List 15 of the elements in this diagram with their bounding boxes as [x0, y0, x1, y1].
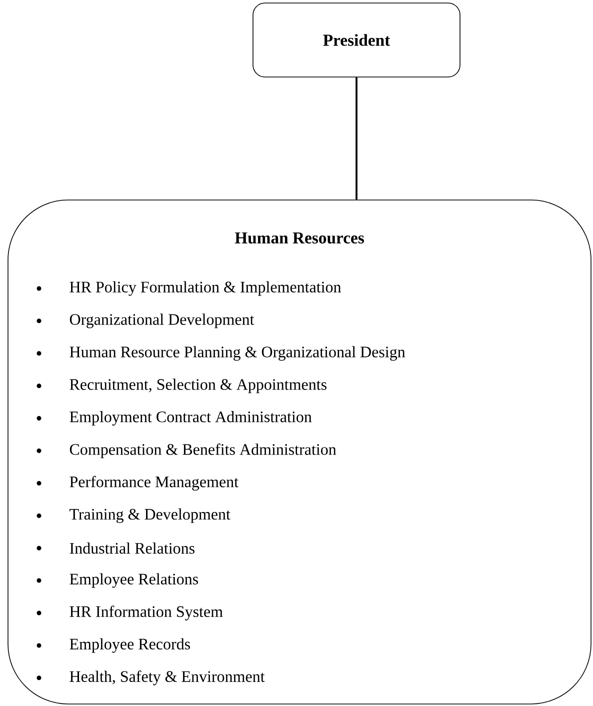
list-item: Organizational Development: [70, 314, 254, 328]
list-item: Training & Development: [70, 508, 230, 523]
list-item: Health, Safety & Environment: [70, 670, 265, 686]
list-item: Performance Management: [70, 476, 238, 491]
list-item: HR Policy Formulation & Implementation: [70, 281, 342, 296]
connector-line: [356, 77, 358, 200]
list-item: Human Resource Planning & Organizational Design: [70, 346, 406, 361]
list-item: HR Information System: [70, 606, 223, 620]
list-item: Compensation & Benefits Administration: [70, 443, 336, 458]
president-box: President: [252, 2, 460, 78]
list-item: Recruitment, Selection & Appointments: [70, 378, 326, 394]
list-item: Employment Contract Administration: [70, 411, 312, 426]
list-item: Industrial Relations: [70, 542, 194, 554]
list-item: Employee Records: [70, 638, 190, 653]
list-item: Employee Relations: [70, 573, 198, 588]
